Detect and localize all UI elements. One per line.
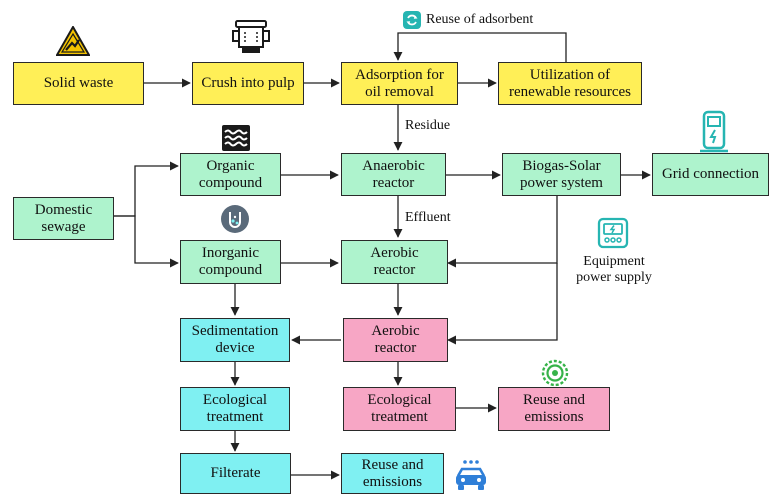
water-waves-icon	[222, 125, 250, 151]
label-residue: Residue	[405, 118, 451, 133]
node-ecological-treatment-mid: Ecological treatment	[343, 387, 456, 431]
node-aerobic-reactor-1: Aerobic reactor	[341, 240, 448, 284]
hazard-warning-icon	[56, 26, 90, 56]
node-solid-waste: Solid waste	[13, 62, 144, 105]
label-reuse-of-adsorbent: Reuse of adsorbent	[426, 12, 534, 27]
node-anaerobic-reactor: Anaerobic reactor	[341, 153, 446, 196]
node-ecological-treatment-left: Ecological treatment	[180, 387, 290, 431]
node-grid-connection: Grid connection	[652, 153, 769, 196]
label-effluent: Effluent	[405, 210, 451, 225]
arrow-domestic-to-organic	[114, 161, 179, 217]
node-utilization: Utilization of renewable resources	[498, 62, 642, 105]
node-inorganic-compound: Inorganic compound	[180, 240, 281, 284]
arrow-power-to-aerobic1	[447, 196, 558, 268]
node-filterate: Filterate	[180, 453, 291, 494]
arrow-domestic-to-inorganic	[114, 215, 179, 268]
node-adsorption: Adsorption for oil removal	[341, 62, 458, 105]
arrow-reuse-adsorbent	[393, 32, 567, 62]
node-organic-compound: Organic compound	[180, 153, 281, 196]
label-equipment-power-supply: Equipment power supply	[576, 254, 652, 285]
node-domestic-sewage: Domestic sewage	[13, 197, 114, 240]
node-aerobic-reactor-2: Aerobic reactor	[343, 318, 448, 362]
recycle-icon	[403, 11, 421, 29]
node-crush-into-pulp: Crush into pulp	[192, 62, 304, 105]
car-icon	[456, 460, 486, 490]
charging-station-icon	[700, 110, 728, 153]
power-meter-icon	[597, 217, 629, 249]
node-sedimentation-device: Sedimentation device	[180, 318, 290, 362]
crusher-machine-icon	[232, 20, 270, 53]
arrow-power-to-aerobic2	[447, 263, 558, 345]
node-reuse-emissions-bottom: Reuse and emissions	[341, 453, 444, 494]
target-emission-icon	[541, 359, 569, 387]
node-biogas-solar: Biogas-Solar power system	[502, 153, 621, 196]
chemical-beaker-icon	[221, 205, 249, 233]
node-reuse-emissions-right: Reuse and emissions	[498, 387, 610, 431]
